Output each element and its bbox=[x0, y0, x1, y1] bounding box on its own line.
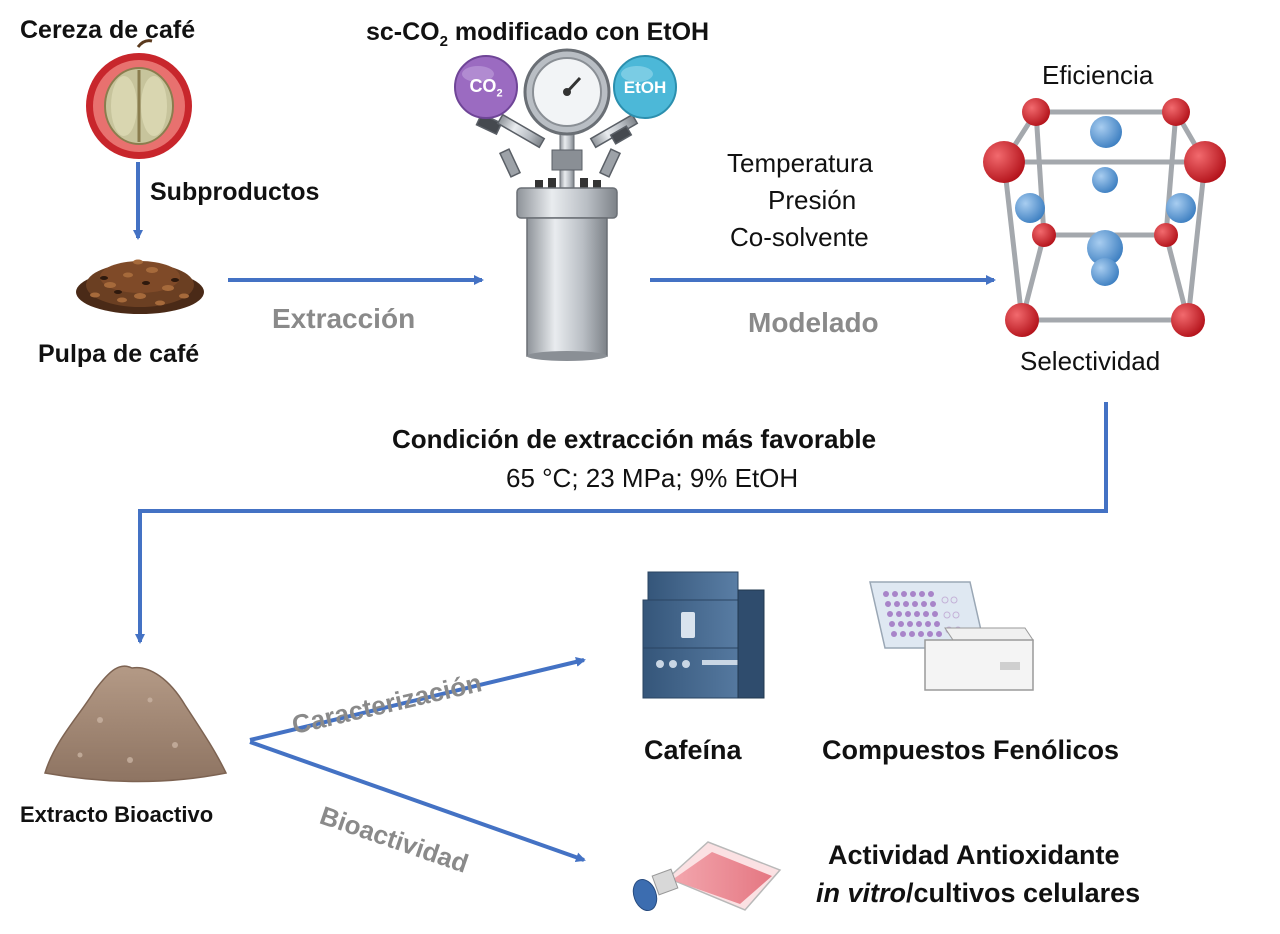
optimum-title: Condición de extracción más favorable bbox=[392, 424, 877, 454]
coffee-cherry-icon bbox=[86, 39, 192, 159]
byproducts-label: Subproductos bbox=[150, 178, 320, 206]
model-lattice-icon bbox=[983, 98, 1226, 337]
phenolics-label: Compuestos Fenólicos bbox=[822, 735, 1120, 765]
model-selectivity-label: Selectividad bbox=[1020, 346, 1161, 376]
arrow-extract-to-characterization bbox=[249, 657, 586, 742]
extract-label: Extracto Bioactivo bbox=[20, 802, 214, 827]
extraction-step-label: Extracción bbox=[272, 303, 416, 334]
optimum-values: 65 °C; 23 MPa; 9% EtOH bbox=[506, 463, 799, 493]
parameter-cosolvent: Co-solvente bbox=[730, 222, 869, 252]
coffee-pulp-icon bbox=[76, 259, 204, 314]
etoh-bubble-icon bbox=[613, 55, 677, 119]
antioxidant-label: Actividad Antioxidante bbox=[828, 840, 1120, 870]
plate-reader-icon bbox=[869, 581, 1034, 691]
reactor-icon bbox=[475, 48, 639, 361]
extract-mound-icon bbox=[44, 665, 228, 783]
arrow-model-to-extract bbox=[135, 402, 1108, 644]
reactor-title: sc-CO2 modificado con EtOH bbox=[366, 18, 710, 50]
arrow-extract-to-bioactivity bbox=[249, 740, 586, 863]
caffeine-label: Cafeína bbox=[644, 735, 742, 765]
model-efficiency-label: Eficiencia bbox=[1042, 60, 1154, 90]
pulp-label: Pulpa de café bbox=[38, 340, 200, 368]
hplc-instrument-icon bbox=[642, 571, 765, 699]
co2-bubble-icon bbox=[454, 55, 518, 119]
flow-arrows bbox=[133, 162, 1108, 863]
co2-bubble-label: CO2 bbox=[469, 76, 503, 100]
well-grid bbox=[883, 591, 942, 637]
cell-flask-icon bbox=[632, 841, 782, 911]
modeling-step-label: Modelado bbox=[748, 307, 879, 338]
cherry-label: Cereza de café bbox=[20, 16, 196, 44]
parameter-pressure: Presión bbox=[768, 185, 857, 215]
etoh-bubble-label: EtOH bbox=[623, 78, 667, 97]
antioxidant-sublabel: in vitro/cultivos celulares bbox=[816, 878, 1141, 908]
parameter-temperature: Temperatura bbox=[727, 148, 873, 178]
